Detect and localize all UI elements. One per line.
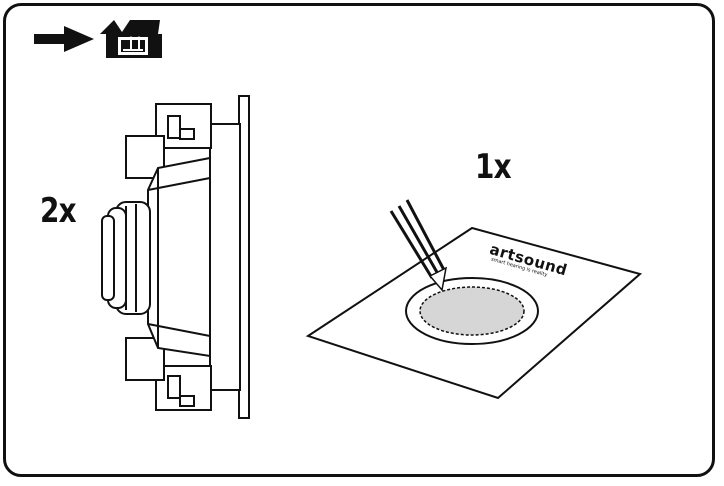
mounting-template-drawing [305, 199, 643, 400]
box-contents-icon [100, 20, 162, 58]
speaker-quantity: 2x [40, 191, 77, 231]
speaker-drawing [101, 95, 250, 419]
arrow-right-icon [34, 26, 94, 52]
template-quantity: 1x [475, 147, 512, 187]
diagram-canvas [34, 20, 643, 419]
diagram-frame: artsound smart hearing is reality 2x 1x [3, 3, 715, 477]
